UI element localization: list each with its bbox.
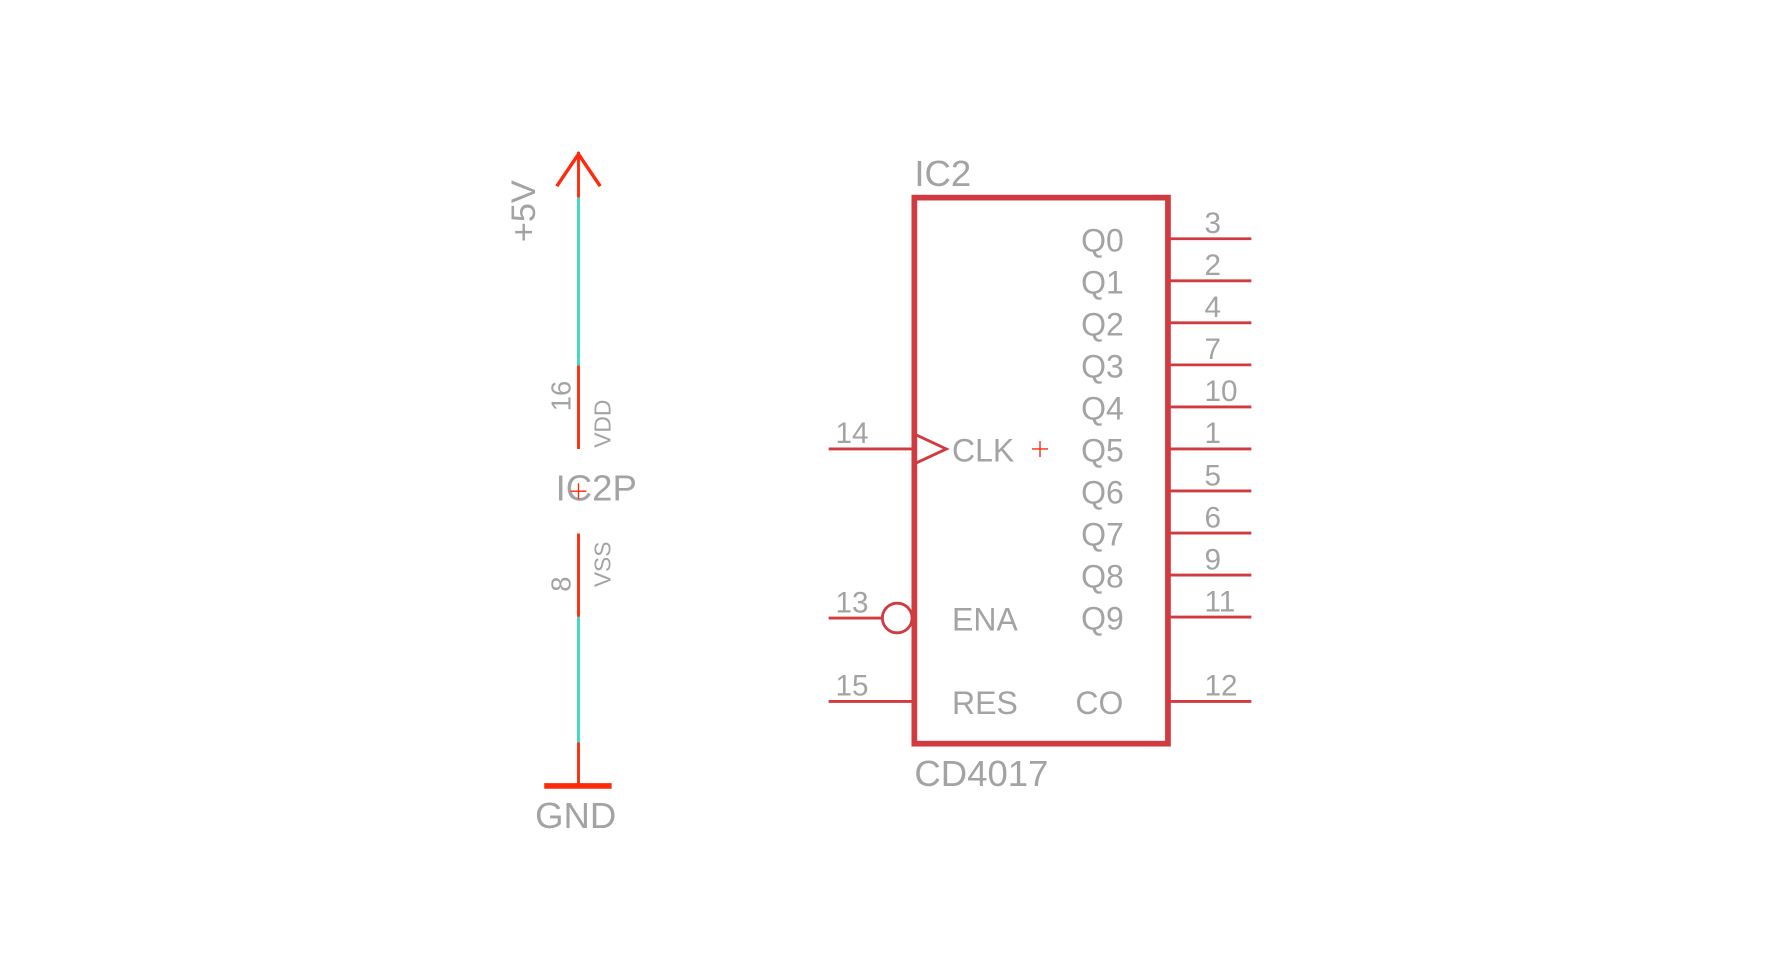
pin-number: 12 [1205,670,1238,703]
pin-number: 1 [1205,417,1222,450]
pin-name: Q4 [1081,390,1124,426]
left-pins: 14 CLK 13 ENA 15 RES [828,417,1019,721]
vcc-label: +5V [505,180,543,242]
pin-number: 4 [1205,291,1222,324]
pin-name: Q7 [1081,517,1124,553]
pin-number: 9 [1205,543,1222,576]
right-pins: 3 Q0 2 Q1 4 Q2 7 Q3 10 Q4 1 Q5 5 Q6 6 Q7 9 Q8 11 Q9 12 CO [1075,207,1252,721]
inversion-bubble-icon [880,601,914,635]
clock-triangle-icon [913,432,950,466]
pin-vdd[interactable]: 16 VDD [546,365,616,449]
gnd-symbol[interactable]: GND [535,742,616,837]
pin-name: Q3 [1081,348,1124,384]
pin-number: 16 [546,381,577,411]
gnd-label: GND [535,795,616,836]
pin-q6[interactable]: 5 Q6 [1081,459,1252,511]
pin-name: VDD [589,400,615,448]
power-part-name: IC2P [556,467,637,508]
pin-q9[interactable]: 11 Q9 [1081,585,1252,637]
pin-q5[interactable]: 1 Q5 [1081,417,1252,469]
pin-name: Q8 [1081,559,1124,595]
pin-name: RES [952,685,1018,721]
pin-q7[interactable]: 6 Q7 [1081,501,1252,553]
ic-body[interactable] [911,194,1171,747]
pin-number: 5 [1205,459,1222,492]
pin-name: CLK [952,433,1014,469]
pin-number: 14 [836,417,869,450]
pin-co[interactable]: 12 CO [1075,670,1252,721]
pin-q3[interactable]: 7 Q3 [1081,333,1252,384]
pin-number: 7 [1205,333,1222,366]
pin-name: VSS [589,541,615,587]
pin-clk[interactable]: 14 CLK [828,417,1015,469]
pin-number: 15 [836,670,869,703]
pin-name: Q9 [1081,601,1124,637]
pin-number: 8 [546,576,577,591]
pin-number: 3 [1205,207,1222,240]
pin-number: 13 [836,586,869,619]
origin-cross-icon [1032,440,1049,457]
pin-name: Q2 [1081,306,1124,342]
pin-q4[interactable]: 10 Q4 [1081,375,1252,426]
pin-ena[interactable]: 13 ENA [828,586,1019,638]
pin-name: Q1 [1081,264,1124,300]
pin-q8[interactable]: 9 Q8 [1081,543,1252,595]
pin-number: 6 [1205,501,1222,534]
pin-q2[interactable]: 4 Q2 [1081,291,1252,342]
pin-res[interactable]: 15 RES [828,670,1018,721]
pin-number: 11 [1205,585,1236,618]
ic-name: IC2 [914,153,971,194]
pin-vss[interactable]: 8 VSS [546,533,616,617]
pin-number: 10 [1205,375,1238,408]
ic-value: CD4017 [914,753,1048,794]
pin-name: Q6 [1081,475,1124,511]
pin-name: Q0 [1081,222,1124,258]
pin-name: ENA [952,602,1018,638]
pin-number: 2 [1205,249,1222,282]
pin-name: CO [1075,685,1123,721]
pin-name: Q5 [1081,433,1124,469]
origin-cross-icon [570,483,587,500]
pin-q1[interactable]: 2 Q1 [1081,249,1252,300]
vcc-symbol[interactable]: +5V [505,151,602,242]
pin-q0[interactable]: 3 Q0 [1081,207,1252,258]
